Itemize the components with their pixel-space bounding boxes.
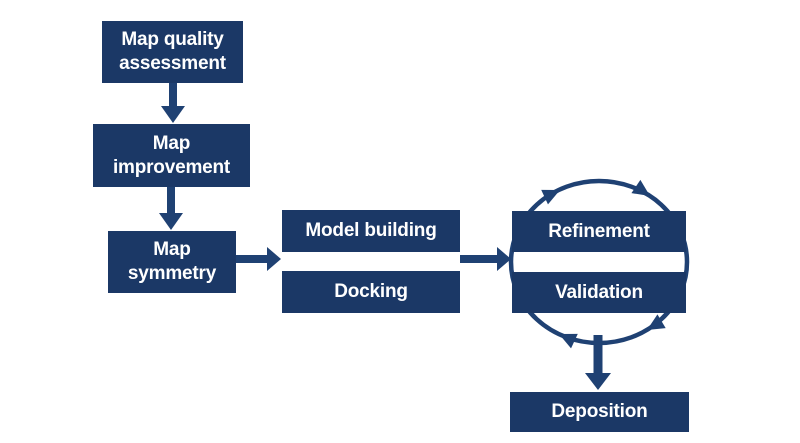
node-map-improvement: Map improvement — [93, 124, 250, 187]
node-map-quality-assessment: Map quality assessment — [102, 21, 243, 83]
node-label: Model building — [305, 220, 437, 241]
node-label: Map symmetry — [127, 239, 217, 284]
node-refinement: Refinement — [512, 211, 686, 252]
cycle-arrowhead-bottom-right — [647, 314, 666, 330]
cycle-arrowhead-top-left — [541, 189, 560, 205]
cycle-arrowhead-top-right — [631, 179, 650, 196]
node-model-building: Model building — [282, 210, 460, 252]
cycle-arrowhead-bottom-left — [559, 333, 578, 349]
node-map-symmetry: Map symmetry — [108, 231, 236, 293]
node-label: Map quality assessment — [119, 29, 226, 74]
arrow-quality-to-improvement-head — [161, 106, 185, 123]
node-docking: Docking — [282, 271, 460, 313]
arrow-cycle-to-deposition-head — [585, 373, 611, 390]
node-label: Validation — [555, 281, 643, 303]
node-label: Docking — [334, 281, 408, 302]
node-label: Map improvement — [112, 132, 231, 178]
cycle-circle — [508, 178, 690, 346]
arrow-symmetry-to-middle-head — [267, 247, 281, 271]
arrow-middle-to-cycle-head — [497, 247, 511, 271]
node-validation: Validation — [512, 272, 686, 313]
node-label: Refinement — [548, 220, 650, 242]
arrow-improvement-to-symmetry-head — [159, 213, 183, 230]
node-deposition: Deposition — [510, 392, 689, 432]
node-label: Deposition — [551, 401, 648, 422]
